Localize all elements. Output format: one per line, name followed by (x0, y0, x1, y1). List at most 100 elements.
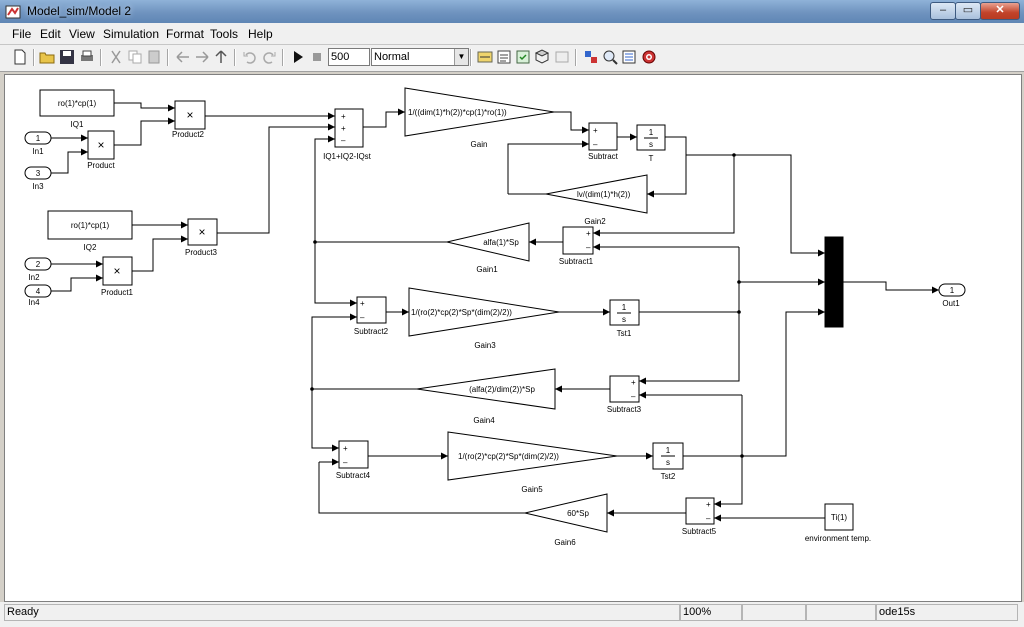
menu-bar: File Edit View Simulation Format Tools H… (0, 23, 1024, 45)
integrator-tst1-numerator: 1 (622, 303, 627, 312)
menu-tools[interactable]: Tools (210, 27, 239, 41)
print-icon[interactable] (79, 49, 95, 65)
subtract5-plus: + (706, 500, 711, 509)
mux-block[interactable] (824, 236, 844, 328)
iq2-const-text: ro(1)*cp(1) (71, 221, 110, 230)
stop-time-input[interactable]: 500 (328, 48, 370, 66)
update-diagram-icon[interactable] (515, 49, 531, 65)
debug-icon[interactable] (554, 49, 570, 65)
subtract-label: Subtract (588, 152, 619, 161)
subtract1-minus: – (586, 243, 591, 252)
redo-icon[interactable] (261, 49, 277, 65)
zoom-view-icon[interactable] (602, 49, 618, 65)
subtract3-minus: – (631, 392, 636, 401)
forward-arrow-icon[interactable] (194, 49, 210, 65)
model-explorer-icon[interactable] (583, 49, 599, 65)
subtract-block[interactable] (588, 122, 618, 151)
title-bar[interactable]: Model_sim/Model 2 – ▭ ✕ (0, 0, 1024, 23)
product3-label: Product3 (185, 248, 218, 257)
menu-view[interactable]: View (69, 27, 95, 41)
new-model-icon[interactable] (12, 49, 28, 65)
product-block[interactable] (87, 130, 115, 160)
subtract1-block[interactable] (562, 226, 594, 255)
target-icon[interactable] (641, 49, 657, 65)
gain4-block[interactable] (416, 368, 556, 410)
run-icon[interactable] (290, 49, 306, 65)
gain3-block[interactable] (408, 287, 560, 337)
in1-label: In1 (32, 147, 44, 156)
gain4-expression: (alfa(2)/dim(2))*Sp (469, 385, 535, 394)
inport-in1[interactable] (24, 131, 52, 145)
gain1-block[interactable] (446, 222, 530, 262)
subtract2-block[interactable] (356, 296, 387, 324)
status-solver: ode15s (876, 604, 1018, 621)
menu-format[interactable]: Format (166, 27, 205, 41)
subtract5-label: Subtract5 (682, 527, 717, 536)
inport-in2[interactable] (24, 257, 52, 271)
gain2-block[interactable] (545, 174, 648, 214)
gain5-label: Gain5 (521, 485, 543, 494)
cut-icon[interactable] (108, 49, 124, 65)
copy-icon[interactable] (127, 49, 143, 65)
gain2-expression: lv/(dim(1)*h(2)) (577, 190, 631, 199)
window-title: Model_sim/Model 2 (27, 4, 132, 18)
sum-label: IQ1+IQ2-IQst (323, 152, 372, 161)
model-canvas[interactable]: ro(1)*cp(1) IQ1 1 In1 3 In3 × Product × … (4, 74, 1022, 602)
subtract1-plus: + (586, 229, 591, 238)
iq1-const-text: ro(1)*cp(1) (58, 99, 97, 108)
integrator-t-numerator: 1 (649, 128, 654, 137)
back-arrow-icon[interactable] (175, 49, 191, 65)
gain5-block[interactable] (447, 431, 618, 481)
open-folder-icon[interactable] (39, 49, 55, 65)
product2-multiply-symbol: × (186, 108, 193, 122)
in4-number: 4 (36, 287, 41, 296)
product2-block[interactable] (174, 100, 206, 130)
toolbar-separator (470, 49, 472, 66)
sum-block-iq[interactable] (334, 108, 364, 148)
model-advisor-icon[interactable] (496, 49, 512, 65)
product1-multiply-symbol: × (113, 264, 120, 278)
minimize-button[interactable]: – (930, 2, 956, 20)
integrator-tst2-numerator: 1 (666, 446, 671, 455)
gain-block[interactable] (404, 87, 555, 137)
inport-in3[interactable] (24, 166, 52, 180)
undo-icon[interactable] (242, 49, 258, 65)
product1-block[interactable] (102, 256, 133, 286)
gain1-expression: alfa(1)*Sp (483, 238, 519, 247)
close-button[interactable]: ✕ (980, 2, 1020, 20)
inport-in4[interactable] (24, 284, 52, 298)
dropdown-arrow-icon[interactable]: ▼ (454, 49, 468, 65)
simulation-mode-value: Normal (374, 51, 410, 63)
up-arrow-icon[interactable] (213, 49, 229, 65)
save-icon[interactable] (59, 49, 75, 65)
gain6-block[interactable] (524, 493, 608, 533)
subtract4-block[interactable] (338, 440, 369, 469)
simulation-mode-select[interactable]: Normal ▼ (371, 48, 469, 66)
stop-icon[interactable] (309, 49, 325, 65)
menu-help[interactable]: Help (248, 27, 273, 41)
constant-block-iq1[interactable] (39, 89, 115, 117)
subtract4-label: Subtract4 (336, 471, 371, 480)
in2-number: 2 (36, 260, 41, 269)
subtract3-block[interactable] (609, 375, 640, 403)
menu-edit[interactable]: Edit (40, 27, 61, 41)
menu-file[interactable]: File (12, 27, 32, 41)
constant-block-iq2[interactable] (47, 210, 133, 240)
integrator-t-label: T (649, 154, 654, 163)
gain-expression: 1/((dim(1)*h(2))*cp(1)*ro(1)) (408, 108, 507, 117)
maximize-button[interactable]: ▭ (955, 2, 981, 20)
paste-icon[interactable] (146, 49, 162, 65)
constant-block-ti[interactable] (824, 503, 854, 531)
subtract5-block[interactable] (685, 497, 715, 525)
product3-block[interactable] (187, 218, 218, 246)
library-browser-icon[interactable] (534, 49, 550, 65)
menu-simulation[interactable]: Simulation (103, 27, 160, 41)
properties-icon[interactable] (621, 49, 637, 65)
outport-out1[interactable] (938, 283, 966, 297)
sum-plus-2: + (341, 124, 346, 133)
build-icon[interactable] (477, 49, 493, 65)
subtract-minus: – (593, 140, 598, 149)
gain3-expression: 1/(ro(2)*cp(2)*Sp*(dim(2)/2)) (411, 308, 512, 317)
integrator-t-block[interactable] (636, 124, 666, 151)
